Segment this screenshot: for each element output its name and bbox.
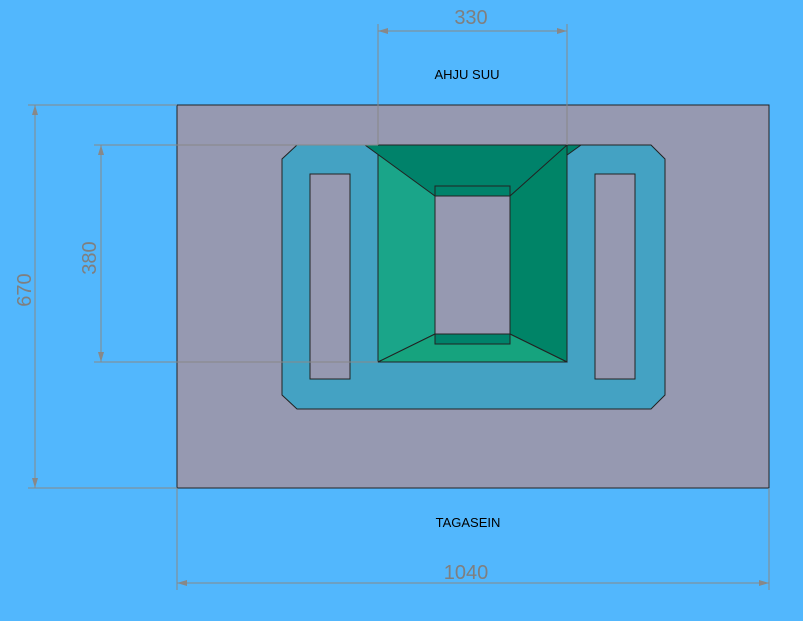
dimension-overall-width: 1040 — [176, 488, 770, 590]
dimension-overall-height: 670 — [14, 104, 177, 489]
dimension-opening-height: 380 — [79, 144, 378, 363]
dim-330-text: 330 — [454, 7, 487, 29]
dimension-opening-width: 330 — [377, 7, 568, 145]
throat-top-ledge — [434, 185, 511, 197]
dim-670-text: 670 — [14, 273, 36, 306]
dim-380-text: 380 — [79, 241, 101, 274]
label-ahju-suu: AHJU SUU — [434, 67, 499, 82]
dim-1040-text: 1040 — [444, 562, 489, 584]
throat-core — [434, 195, 511, 335]
throat-bottom-ledge — [434, 333, 511, 345]
label-tagasein: TAGASEIN — [436, 515, 501, 530]
